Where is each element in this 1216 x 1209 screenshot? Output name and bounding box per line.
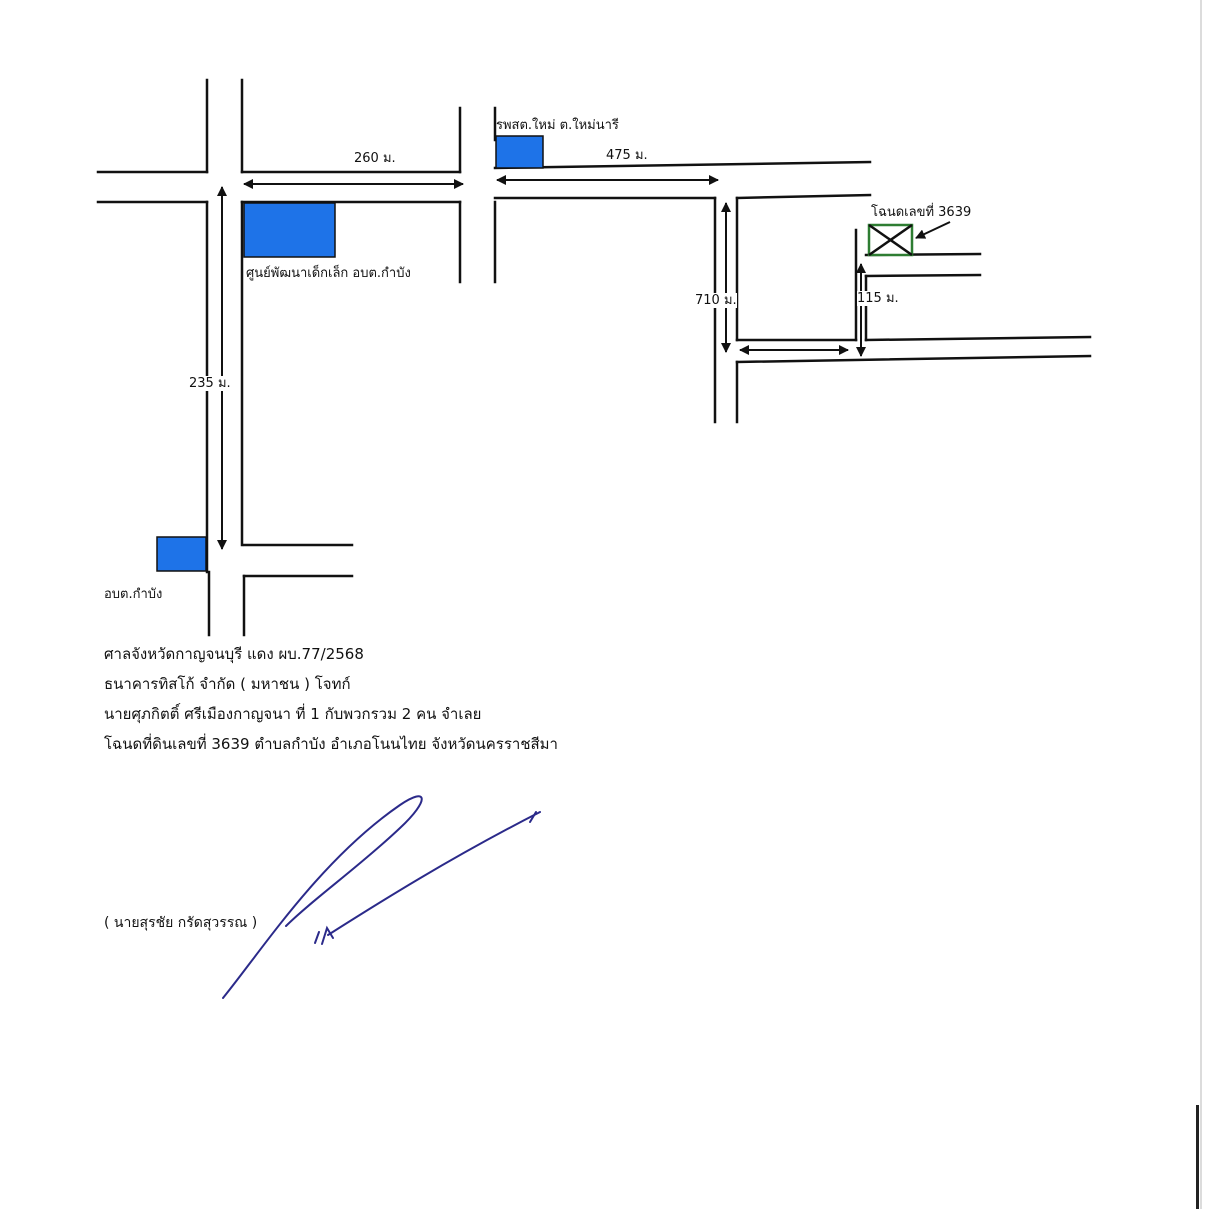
signature-drawing (222, 795, 541, 999)
distance-arrows (217, 175, 866, 550)
case-court-line: ศาลจังหวัดกาญจนบุรี แดง ผบ.77/2568 (104, 645, 364, 663)
distance-115-label: 115 ม. (857, 291, 899, 306)
child-center-label: ศูนย์พัฒนาเด็กเล็ก อบต.กำบัง (246, 266, 411, 281)
hospital-building (495, 135, 544, 169)
child-center-building (243, 202, 336, 258)
tao-office-building (156, 536, 207, 572)
distance-235-label: 235 ม. (189, 376, 231, 391)
deed-pointer-arrow (915, 221, 951, 239)
signer-name: ( นายสุรชัย กรัดสุวรรณ ) (104, 915, 258, 931)
scan-edge (1200, 0, 1202, 1209)
road-lines (96, 78, 1092, 637)
distance-475-label: 475 ม. (606, 148, 648, 163)
distance-710-label: 710 ม. (695, 293, 737, 308)
hospital-label: รพสต.ใหม่ ต.ใหม่นารี (496, 118, 619, 133)
crossed-box-icon (867, 223, 914, 257)
case-plaintiff-line: ธนาคารทิสโก้ จำกัด ( มหาชน ) โจทก์ (104, 675, 351, 693)
deed-label: โฉนดเลขที่ 3639 (871, 205, 972, 220)
distance-260-label: 260 ม. (354, 151, 396, 166)
case-defendant-line: นายศุภกิตติ์ ศรีเมืองกาญจนา ที่ 1 กับพวก… (104, 705, 482, 723)
tao-office-label: อบต.กำบัง (104, 587, 163, 602)
scan-edge-mark (1196, 1105, 1199, 1209)
case-deed-line: โฉนดที่ดินเลขที่ 3639 ตำบลกำบัง อำเภอโนน… (104, 735, 558, 753)
